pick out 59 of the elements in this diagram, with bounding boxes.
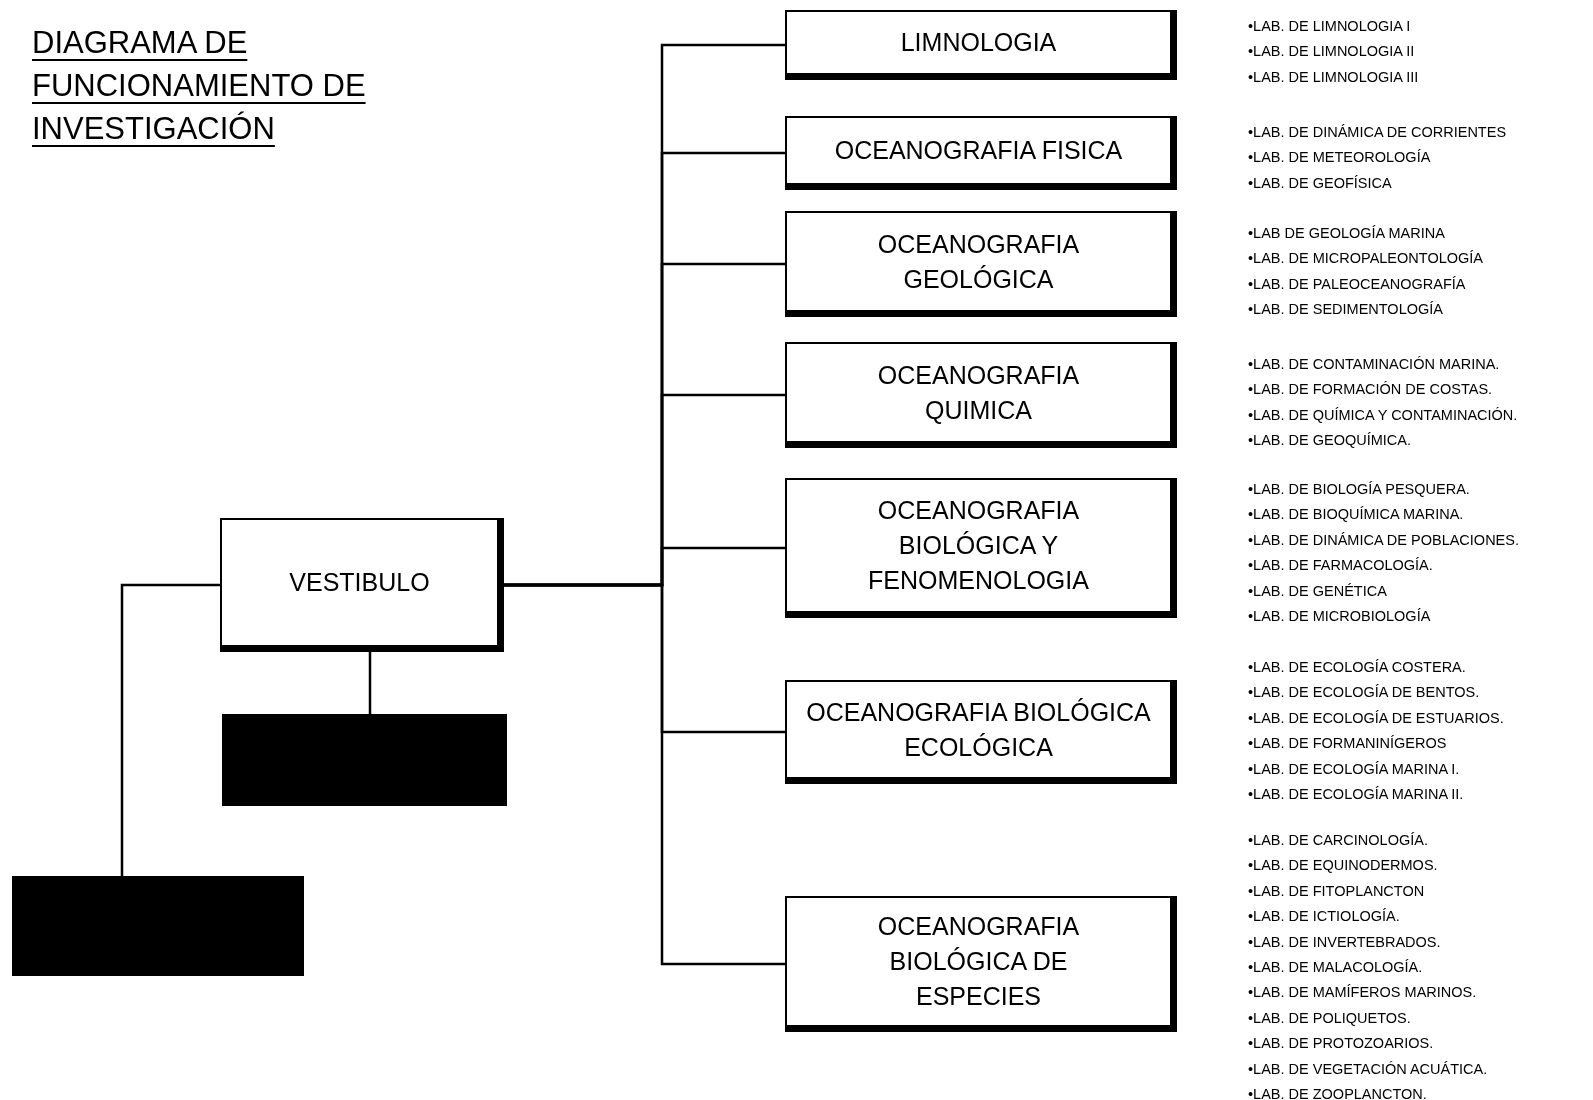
lab-list-item: •LAB. DE CONTAMINACIÓN MARINA. [1248, 355, 1501, 374]
lab-list-item: •LAB. DE MICROBIOLOGÍA [1248, 607, 1432, 627]
lab-list-item: •LAB. DE FORMANINÍGEROS [1248, 734, 1448, 754]
lab-list-item: •LAB. DE GEOFÍSICA [1248, 173, 1393, 193]
filled-box [12, 876, 304, 976]
lab-list-item: •LAB. DE FARMACOLOGÍA. [1248, 556, 1434, 576]
lab-list-item: •LAB. DE MAMÍFEROS MARINOS. [1248, 983, 1478, 1003]
connector-line [504, 583, 785, 966]
lab-list-item: •LAB. DE GENÉTICA [1248, 581, 1388, 601]
process-box [785, 10, 1177, 80]
process-box [785, 211, 1177, 317]
box-label: OCEANOGRAFIA QUIMICA [876, 359, 1081, 426]
connector-line [368, 652, 372, 714]
lab-list-item: •LAB. DE ZOOPLANCTON. [1248, 1085, 1428, 1100]
lab-list-item: •LAB. DE ECOLOGÍA COSTERA. [1248, 658, 1467, 677]
lab-list-item: •LAB. DE GEOQUÍMICA. [1248, 431, 1412, 451]
lab-list-item: •LAB. DE POLIQUETOS. [1248, 1008, 1412, 1028]
lab-list-item: •LAB. DE ECOLOGÍA DE ESTUARIOS. [1248, 708, 1504, 728]
lab-list-item: •LAB. DE BIOQUÍMICA MARINA. [1248, 505, 1465, 525]
lab-list-item: •LAB. DE LIMNOLOGIA II [1248, 42, 1416, 62]
process-box [785, 680, 1177, 784]
process-box [785, 896, 1177, 1032]
lab-list-item: •LAB. DE BIOLOGÍA PESQUERA. [1248, 480, 1471, 499]
lab-list-item: •LAB. DE DINÁMICA DE CORRIENTES [1248, 123, 1507, 142]
box-label: OCEANOGRAFIA BIOLÓGICA DE ESPECIES [876, 911, 1081, 1012]
connector-line [120, 583, 220, 876]
diagram-title: DIAGRAMA DE FUNCIONAMIENTO DE INVESTIGACIÓN [32, 24, 367, 148]
process-box [785, 342, 1177, 448]
filled-box [222, 714, 507, 806]
lab-list-item: •LAB. DE ECOLOGÍA MARINA I. [1248, 759, 1461, 779]
lab-list-item: •LAB. DE FORMACIÓN DE COSTAS. [1248, 380, 1494, 400]
lab-list-item: •LAB. DE METEOROLOGÍA [1248, 148, 1432, 168]
lab-list-item: •LAB. DE ECOLOGÍA DE BENTOS. [1248, 683, 1481, 703]
box-label: OCEANOGRAFIA BIOLÓGICA Y FENOMENOLOGIA [867, 495, 1090, 596]
lab-list-item: •LAB. DE PROTOZOARIOS. [1248, 1034, 1435, 1054]
lab-list-item: •LAB. DE PALEOCEANOGRAFÍA [1248, 274, 1467, 294]
lab-list-item: •LAB. DE VEGETACIÓN ACUÁTICA. [1248, 1059, 1488, 1079]
lab-list-item: •LAB. DE INVERTEBRADOS. [1248, 932, 1442, 952]
lab-list-item: •LAB. DE LIMNOLOGIA I [1248, 17, 1412, 36]
lab-list-item: •LAB. DE QUÍMICA Y CONTAMINACIÓN. [1248, 405, 1518, 425]
box-label: OCEANOGRAFIA BIOLÓGICA ECOLÓGICA [805, 696, 1152, 763]
lab-list-item: •LAB DE GEOLOGÍA MARINA [1248, 224, 1446, 243]
lab-list-item: •LAB. DE ICTIOLOGÍA. [1248, 907, 1401, 927]
lab-list-item: •LAB. DE MICROPALEONTOLOGÍA [1248, 249, 1483, 269]
box-label: VESTIBULO [289, 567, 430, 598]
process-box [785, 478, 1177, 618]
lab-list-item: •LAB. DE MALACOLOGÍA. [1248, 958, 1424, 978]
lab-list-item: •LAB. DE EQUINODERMOS. [1248, 856, 1439, 876]
lab-list-item: •LAB. DE LIMNOLOGIA III [1248, 67, 1419, 87]
lab-list-item: •LAB. DE SEDIMENTOLOGÍA [1248, 300, 1444, 320]
box-label: OCEANOGRAFIA FISICA [834, 135, 1123, 166]
box-label: OCEANOGRAFIA GEOLÓGICA [876, 228, 1081, 295]
box-label: LIMNOLOGIA [900, 27, 1057, 58]
lab-list-item: •LAB. DE DINÁMICA DE POBLACIONES. [1248, 530, 1519, 550]
lab-list-item: •LAB. DE FITOPLANCTON [1248, 881, 1426, 901]
process-box [785, 116, 1177, 190]
lab-list-item: •LAB. DE CARCINOLOGÍA. [1248, 831, 1429, 850]
lab-list-item: •LAB. DE ECOLOGÍA MARINA II. [1248, 785, 1465, 805]
process-box [220, 518, 504, 652]
